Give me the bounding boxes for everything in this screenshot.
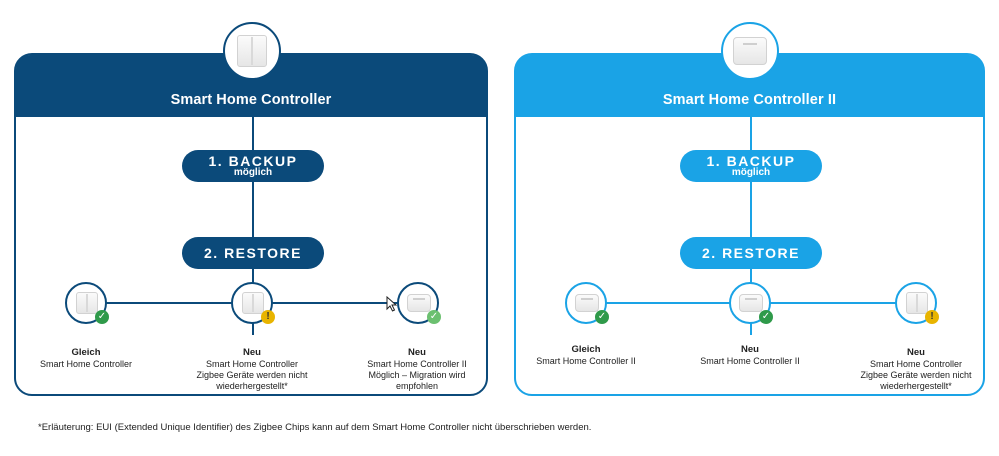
target-node: ✓ <box>65 282 109 324</box>
target-label: Neu Smart Home Controller II <box>700 344 800 366</box>
target-node: ✓ <box>729 282 773 324</box>
backup-sublabel: möglich <box>731 167 771 178</box>
restore-label: 2. RESTORE <box>204 245 302 261</box>
footnote: *Erläuterung: EUI (Extended Unique Ident… <box>38 422 592 433</box>
check-icon: ✓ <box>427 310 441 324</box>
panel-smart-home-controller: Smart Home Controller 1. BACKUP möglich … <box>14 22 488 396</box>
backup-sublabel: möglich <box>233 167 273 178</box>
target-node: ! <box>231 282 275 324</box>
controller-wide-icon <box>407 294 431 312</box>
controller-tall-icon <box>76 292 98 314</box>
controller-wide-icon <box>739 294 763 312</box>
target-label: Neu Smart Home Controller II Möglich – M… <box>367 347 467 391</box>
warning-icon: ! <box>925 310 939 324</box>
check-icon: ✓ <box>759 310 773 324</box>
target-label: Neu Smart Home Controller Zigbee Geräte … <box>860 347 972 391</box>
backup-label: 1. BACKUP <box>208 153 298 169</box>
backup-step: 1. BACKUP möglich <box>680 150 822 182</box>
restore-step: 2. RESTORE <box>182 237 324 269</box>
controller-wide-icon <box>575 294 599 312</box>
target-label: Neu Smart Home Controller Zigbee Geräte … <box>196 347 308 391</box>
controller-tall-icon <box>223 22 281 80</box>
restore-label: 2. RESTORE <box>702 245 800 261</box>
target-node: ✓ <box>397 282 441 324</box>
panel-title: Smart Home Controller <box>170 92 332 108</box>
check-icon: ✓ <box>595 310 609 324</box>
connector-line <box>750 115 752 335</box>
controller-tall-icon <box>906 292 928 314</box>
target-label: Gleich Smart Home Controller II <box>536 344 636 366</box>
backup-step: 1. BACKUP möglich <box>182 150 324 182</box>
controller-tall-icon <box>242 292 264 314</box>
backup-label: 1. BACKUP <box>706 153 796 169</box>
connector-line <box>252 115 254 335</box>
target-label: Gleich Smart Home Controller <box>39 347 133 369</box>
panel-smart-home-controller-ii: Smart Home Controller II 1. BACKUP mögli… <box>514 22 985 396</box>
controller-wide-icon <box>721 22 779 80</box>
panel-title: Smart Home Controller II <box>662 92 837 108</box>
warning-icon: ! <box>261 310 275 324</box>
target-node: ! <box>895 282 939 324</box>
mouse-cursor-icon <box>386 296 398 312</box>
restore-step: 2. RESTORE <box>680 237 822 269</box>
check-icon: ✓ <box>95 310 109 324</box>
target-node: ✓ <box>565 282 609 324</box>
